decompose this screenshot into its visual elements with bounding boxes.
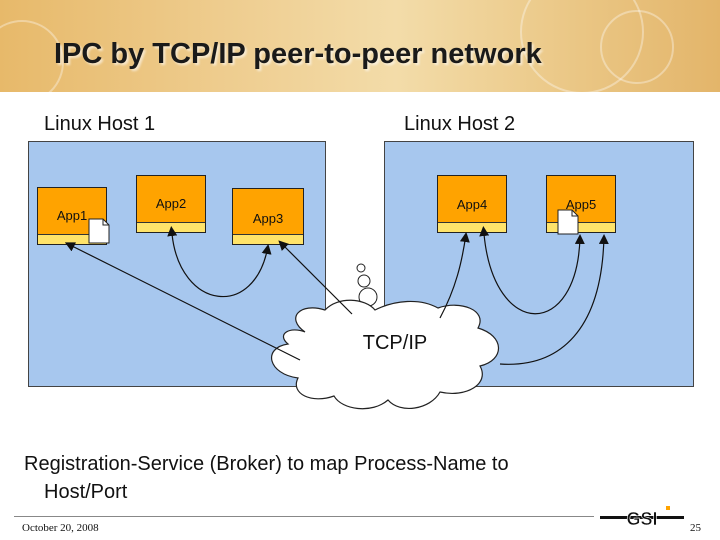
tcp-ip-cloud (271, 299, 499, 410)
link-app2-app3 (167, 226, 272, 297)
app-1-label: App1 (56, 208, 88, 223)
host-1-label: Linux Host 1 (44, 113, 156, 135)
footer-date: October 20, 2008 (22, 522, 99, 534)
host-2-label: Linux Host 2 (404, 113, 516, 135)
app-3-label: App3 (252, 211, 284, 226)
header-banner: IPC by TCP/IP peer-to-peer network (0, 0, 720, 92)
page-number: 25 (690, 522, 701, 534)
caption-line-1: Registration-Service (Broker) to map Pro… (24, 453, 509, 475)
logo-dot (666, 506, 670, 510)
link-app4-app5 (479, 226, 585, 315)
app-1-stripe (38, 234, 106, 244)
link-app3-cloud (278, 240, 353, 315)
logo-text: GSI (626, 509, 657, 529)
gsi-logo: GSI (600, 506, 684, 529)
thought-bubble (356, 263, 366, 273)
caption: Registration-Service (Broker) to map Pro… (24, 450, 664, 506)
decorative-ring (0, 20, 64, 92)
thought-bubble (357, 274, 371, 288)
app-4: App4 (437, 175, 507, 233)
footer-divider (14, 516, 594, 517)
link-app1-cloud (64, 242, 301, 361)
app-2-label: App2 (155, 196, 187, 211)
caption-line-2: Host/Port (44, 481, 128, 503)
app-4-stripe (438, 222, 506, 232)
decorative-ring (600, 10, 674, 84)
app-4-label: App4 (456, 197, 488, 212)
link-cloud-app5 (499, 234, 609, 365)
link-cloud-app4 (439, 232, 470, 319)
network-label: TCP/IP (362, 332, 428, 354)
app-5-label: App5 (565, 197, 597, 212)
document-icon (88, 218, 110, 244)
slide-title: IPC by TCP/IP peer-to-peer network (54, 38, 542, 70)
logo-bar (600, 516, 684, 519)
